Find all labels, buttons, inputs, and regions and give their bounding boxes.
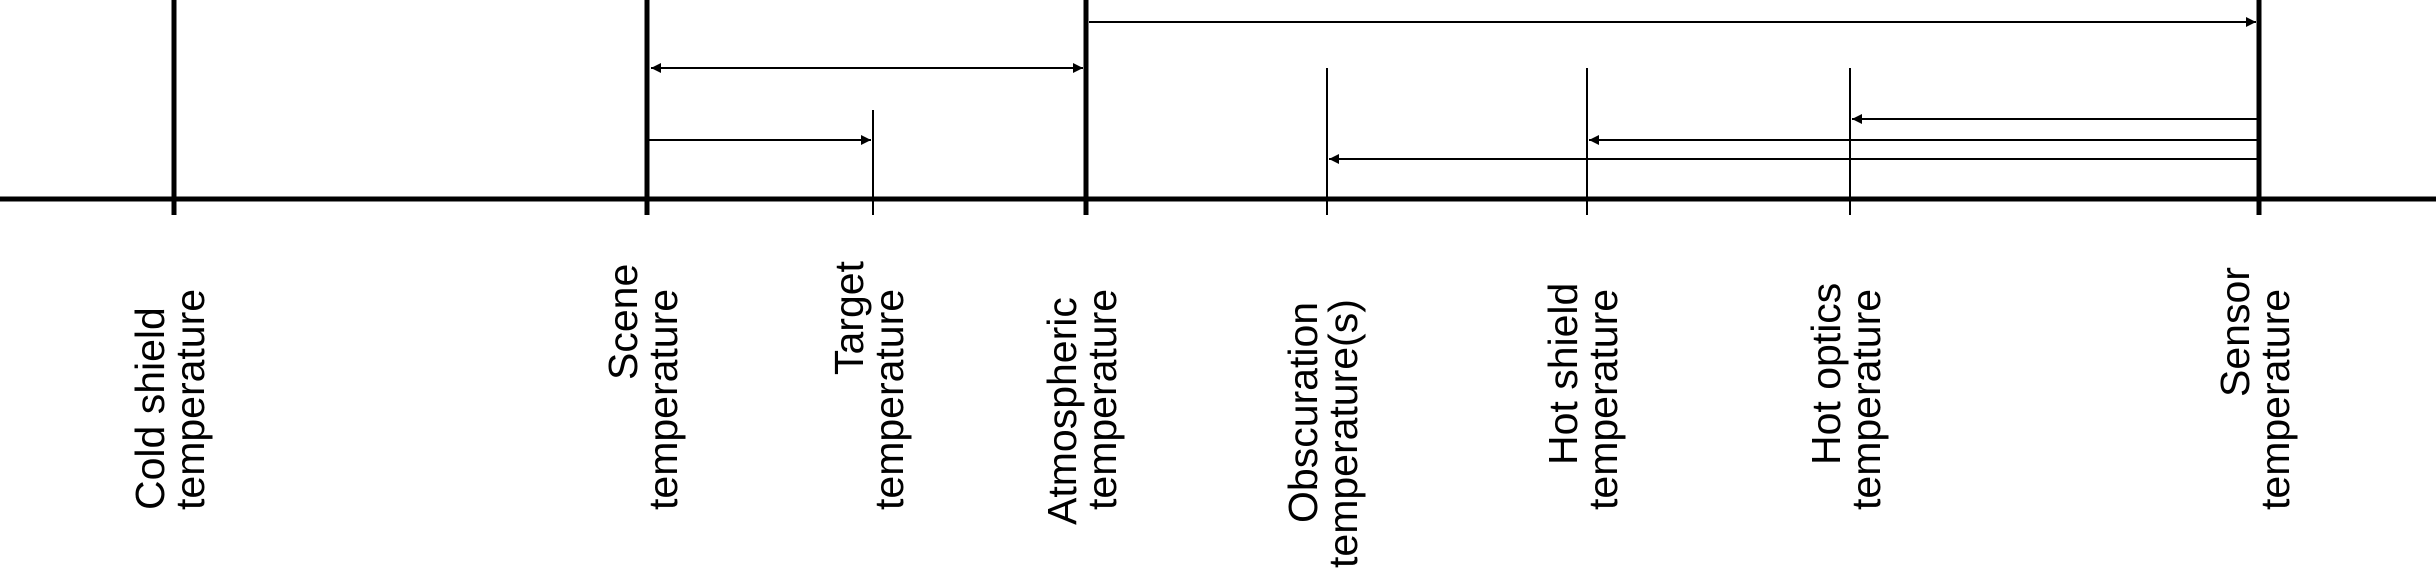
label-cold-shield-line1: Cold shield <box>127 307 173 510</box>
label-target-line2: temperature <box>866 289 912 510</box>
label-hot-optics: Hot optics temperature <box>1803 283 1889 510</box>
label-hot-shield-line1: Hot shield <box>1540 283 1586 465</box>
label-hot-optics-line1: Hot optics <box>1803 283 1849 465</box>
label-obscuration-line2: temperature(s) <box>1320 299 1366 568</box>
label-scene: Scene temperature <box>600 264 686 510</box>
label-sensor-line2: temperature <box>2252 289 2298 510</box>
label-sensor: Sensor temperature <box>2212 267 2298 510</box>
label-cold-shield: Cold shield temperature <box>127 289 213 510</box>
label-cold-shield-line2: temperature <box>167 289 213 510</box>
label-target-line1: Target <box>826 260 872 375</box>
label-scene-line2: temperature <box>640 289 686 510</box>
label-hot-shield: Hot shield temperature <box>1540 283 1626 510</box>
label-obscuration: Obscuration temperature(s) <box>1280 299 1366 568</box>
label-atmospheric: Atmospheric temperature <box>1039 289 1125 525</box>
label-target: Target temperature <box>826 260 912 510</box>
label-atmospheric-line2: temperature <box>1079 289 1125 510</box>
label-atmospheric-line1: Atmospheric <box>1039 297 1085 525</box>
label-hot-shield-line2: temperature <box>1580 289 1626 510</box>
label-obscuration-line1: Obscuration <box>1280 302 1326 523</box>
label-scene-line1: Scene <box>600 264 646 380</box>
label-sensor-line1: Sensor <box>2212 267 2258 397</box>
label-hot-optics-line2: temperature <box>1843 289 1889 510</box>
